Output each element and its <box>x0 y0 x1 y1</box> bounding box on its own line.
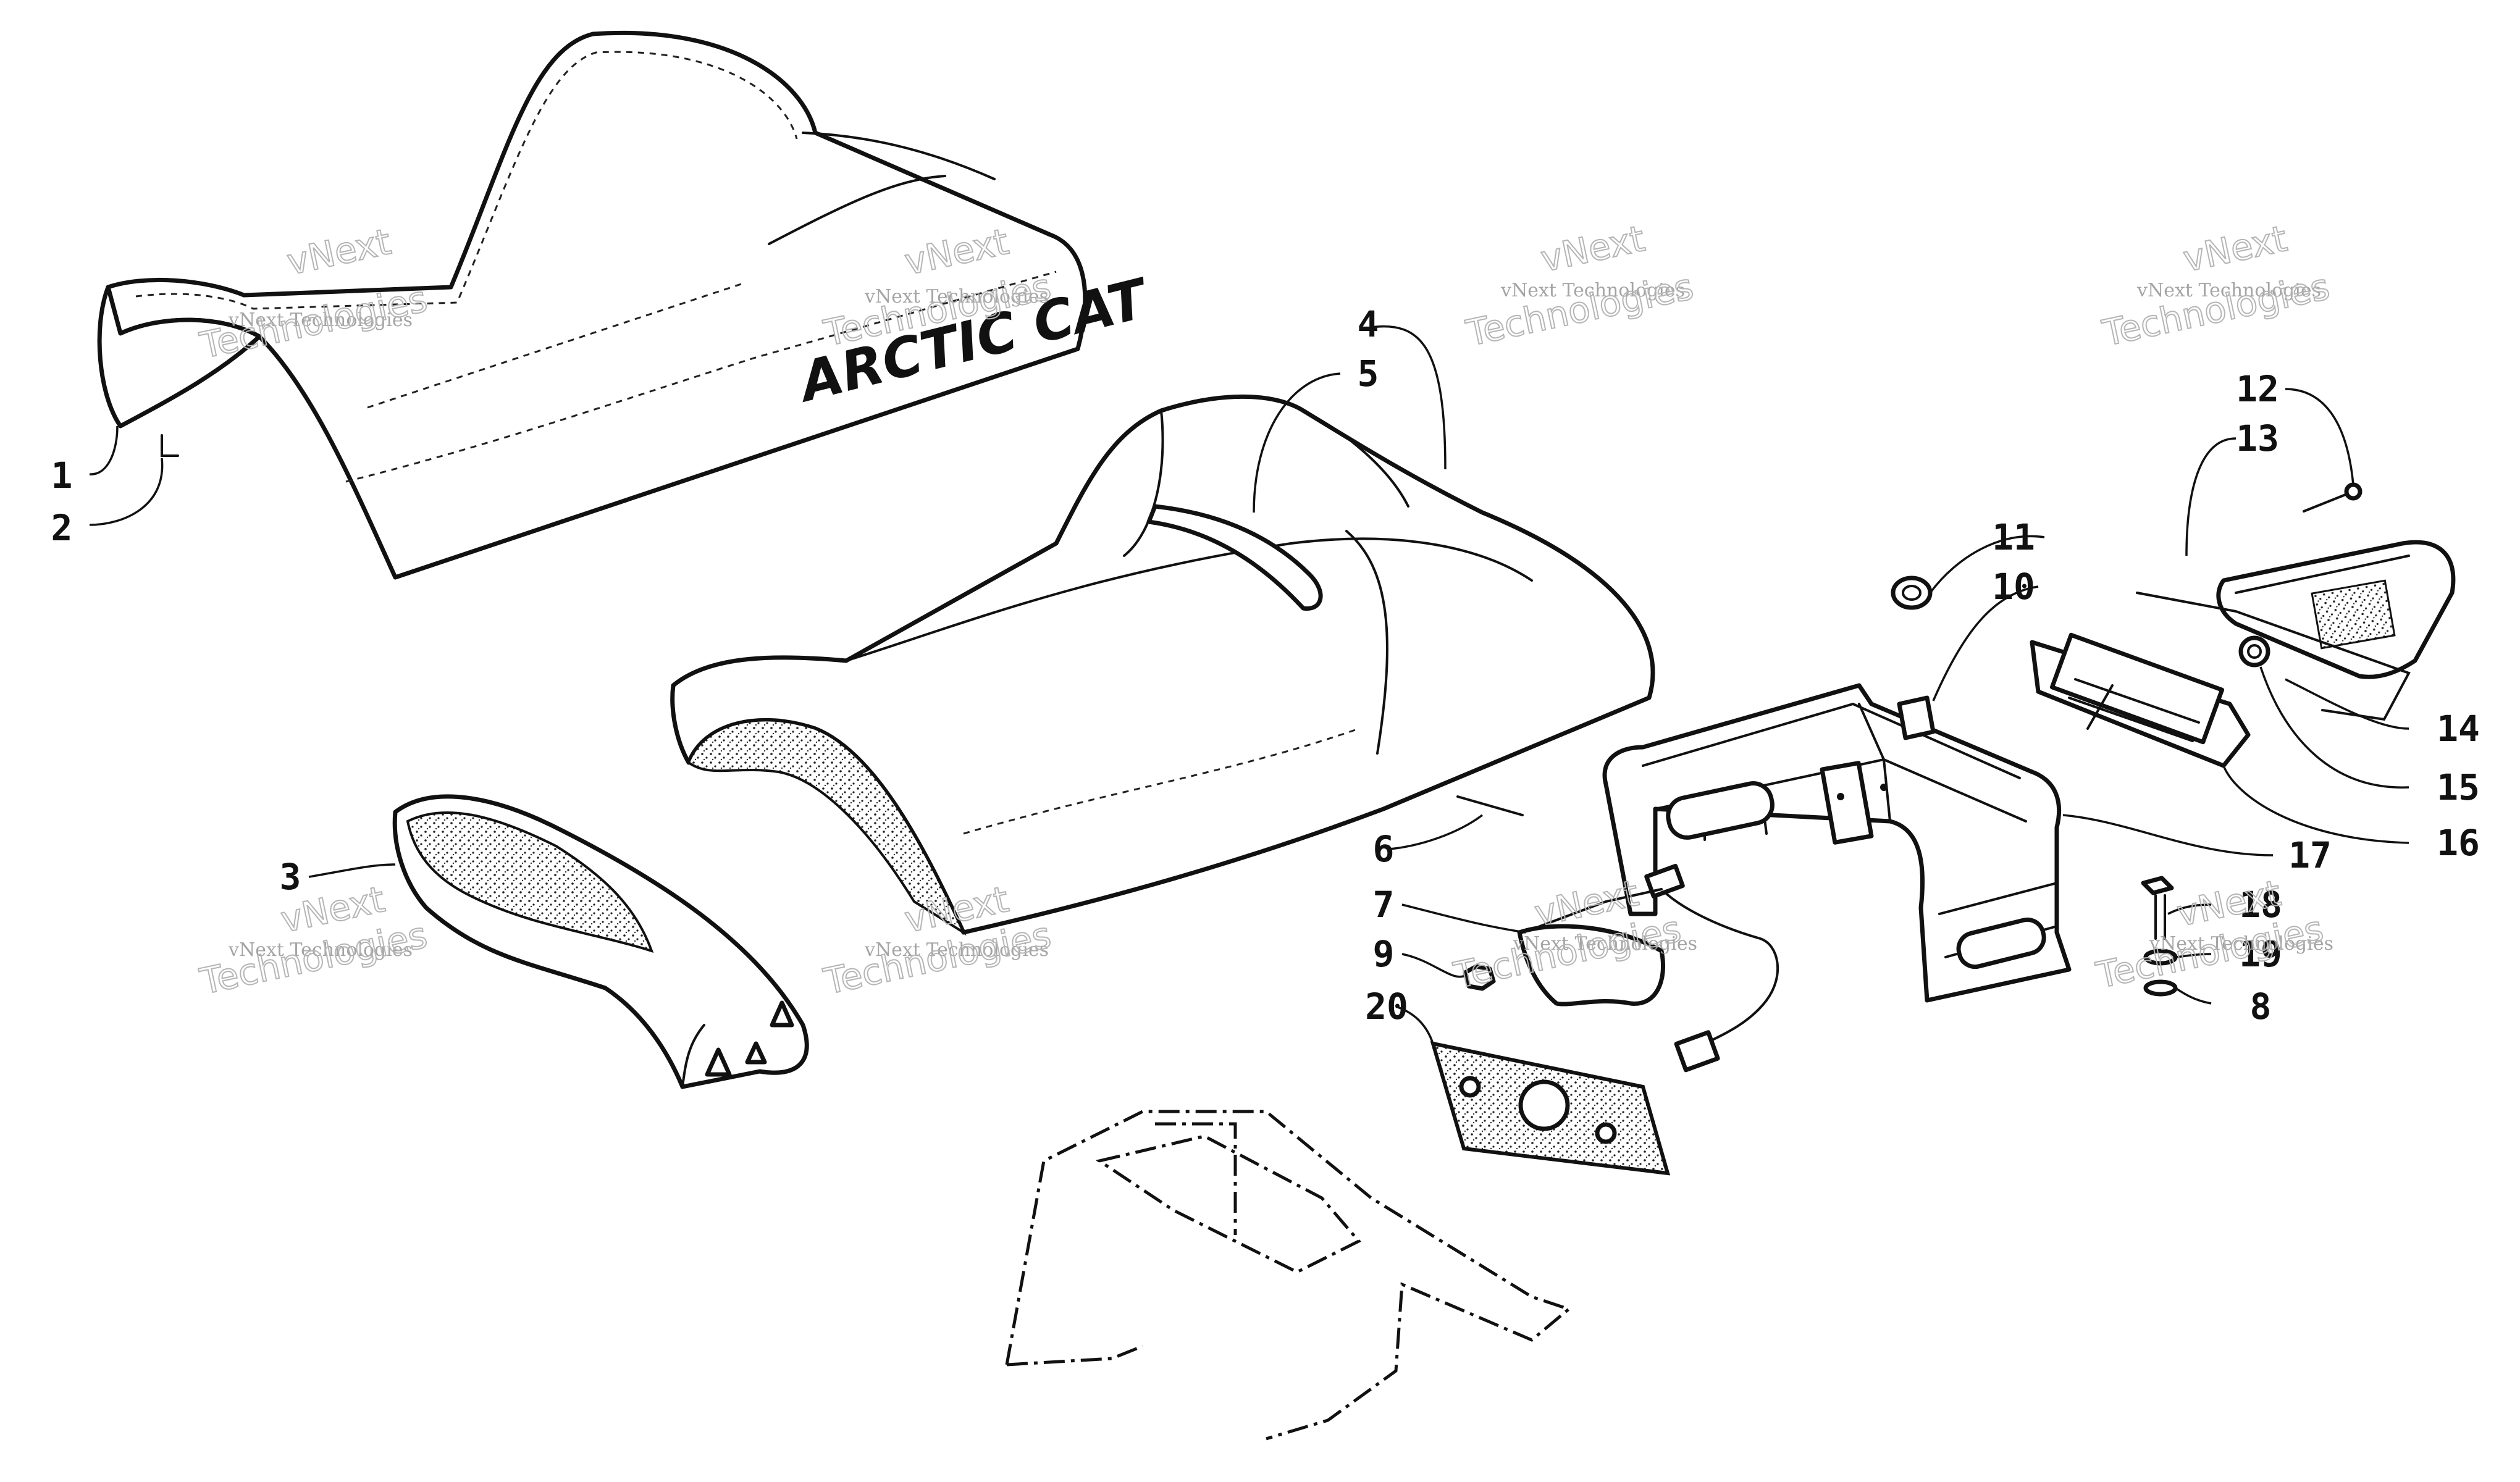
callout-11: 11 <box>1992 516 2035 558</box>
bolt-and-washers <box>2141 876 2178 997</box>
seat-rod <box>1456 795 1524 816</box>
callout-8: 8 <box>2250 986 2272 1028</box>
callout-17: 17 <box>2288 834 2332 876</box>
main-seat <box>670 394 1655 936</box>
watermark-8: vNext vNext Technologies Technologies <box>2092 871 2333 997</box>
callout-18: 18 <box>2239 884 2282 926</box>
svg-text:vNext: vNext <box>2180 217 2291 280</box>
svg-text:vNext: vNext <box>284 220 395 283</box>
foam-block <box>1430 1041 1671 1176</box>
callout-1: 1 <box>51 454 73 496</box>
svg-text:Technologies: Technologies <box>2099 266 2333 354</box>
svg-text:vNext Technologies: vNext Technologies <box>864 286 1049 308</box>
hex-nut <box>1463 964 1496 991</box>
callout-12: 12 <box>2236 368 2279 410</box>
reflector-clip <box>1897 695 1936 740</box>
watermark-3: vNext vNext Technologies Technologies <box>1462 217 1698 355</box>
leader-lines <box>89 325 2409 1044</box>
callout-14: 14 <box>2437 708 2480 750</box>
svg-text:vNext Technologies: vNext Technologies <box>1500 280 1685 301</box>
callout-10: 10 <box>1992 566 2035 608</box>
callout-20: 20 <box>1365 986 1408 1028</box>
watermark-4: vNext vNext Technologies Technologies <box>2098 217 2334 355</box>
svg-text:vNext Technologies: vNext Technologies <box>228 309 413 331</box>
svg-text:vNext Technologies: vNext Technologies <box>228 939 413 961</box>
callout-3: 3 <box>280 856 301 898</box>
callout-16: 16 <box>2437 822 2480 864</box>
seat-clip <box>161 434 179 457</box>
svg-text:vNext Technologies: vNext Technologies <box>1513 933 1697 955</box>
callout-4: 4 <box>1358 303 1379 345</box>
rear-rack <box>1602 683 2072 1003</box>
callout-9: 9 <box>1373 933 1395 975</box>
svg-text:Technologies: Technologies <box>1463 266 1697 354</box>
chassis-reference-outline <box>1005 1110 1573 1441</box>
callout-13: 13 <box>2236 417 2279 459</box>
svg-text:vNext Technologies: vNext Technologies <box>2136 280 2321 301</box>
callout-15: 15 <box>2437 766 2480 808</box>
callout-5: 5 <box>1358 353 1379 395</box>
svg-text:vNext Technologies: vNext Technologies <box>864 939 1049 961</box>
callout-labels: 1 2 3 4 5 6 7 8 9 10 11 12 13 14 15 16 1… <box>51 303 2480 1028</box>
taillight-assembly <box>2030 482 2456 768</box>
callout-19: 19 <box>2239 933 2282 975</box>
seat-strap <box>1146 504 1323 611</box>
callout-7: 7 <box>1373 884 1395 926</box>
svg-text:vNext: vNext <box>1537 217 1648 280</box>
svg-text:vNext Technologies: vNext Technologies <box>2149 933 2333 955</box>
callout-2: 2 <box>51 507 73 549</box>
watermark-5: vNext vNext Technologies Technologies <box>196 877 432 1003</box>
wiring-harness <box>1517 863 1779 1073</box>
seat-end-cap <box>392 794 809 1089</box>
callout-6: 6 <box>1373 828 1395 870</box>
grommet <box>1891 576 1933 610</box>
